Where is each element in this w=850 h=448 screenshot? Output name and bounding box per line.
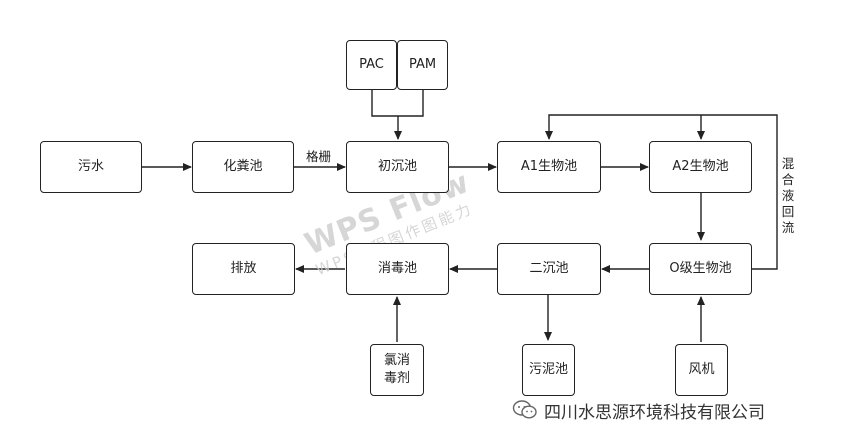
- node-huafenchi: 化粪池: [192, 141, 294, 193]
- node-o: O级生物池: [649, 243, 752, 295]
- node-wunichi: 污泥池: [522, 344, 575, 396]
- edge-label-gezha: 格栅: [306, 149, 332, 164]
- edge-pam-merge: [398, 90, 424, 117]
- node-pam: PAM: [397, 40, 448, 90]
- footer-account-name: 四川水思源环境科技有限公司: [544, 402, 765, 423]
- wechat-icon: [512, 400, 537, 419]
- node-erchenchi: 二沉池: [497, 243, 601, 295]
- node-lvxiaoduji: 氯消毒剂: [370, 344, 424, 396]
- node-chuchenchi: 初沉池: [346, 141, 449, 193]
- edge-recirculation: [545, 114, 778, 270]
- node-a1: A1生物池: [497, 141, 601, 193]
- node-xiaoduchi: 消毒池: [346, 243, 449, 295]
- node-paifang: 排放: [192, 243, 295, 295]
- edge-pac-merge: [371, 90, 398, 117]
- node-a2: A2生物池: [649, 141, 752, 193]
- node-wushui: 污水: [40, 141, 142, 193]
- node-pac: PAC: [346, 40, 397, 90]
- edge-label-recirculation: 混合液回流: [781, 156, 795, 235]
- node-fengji: 风机: [675, 344, 728, 396]
- footer-account: 四川水思源环境科技有限公司: [512, 397, 765, 423]
